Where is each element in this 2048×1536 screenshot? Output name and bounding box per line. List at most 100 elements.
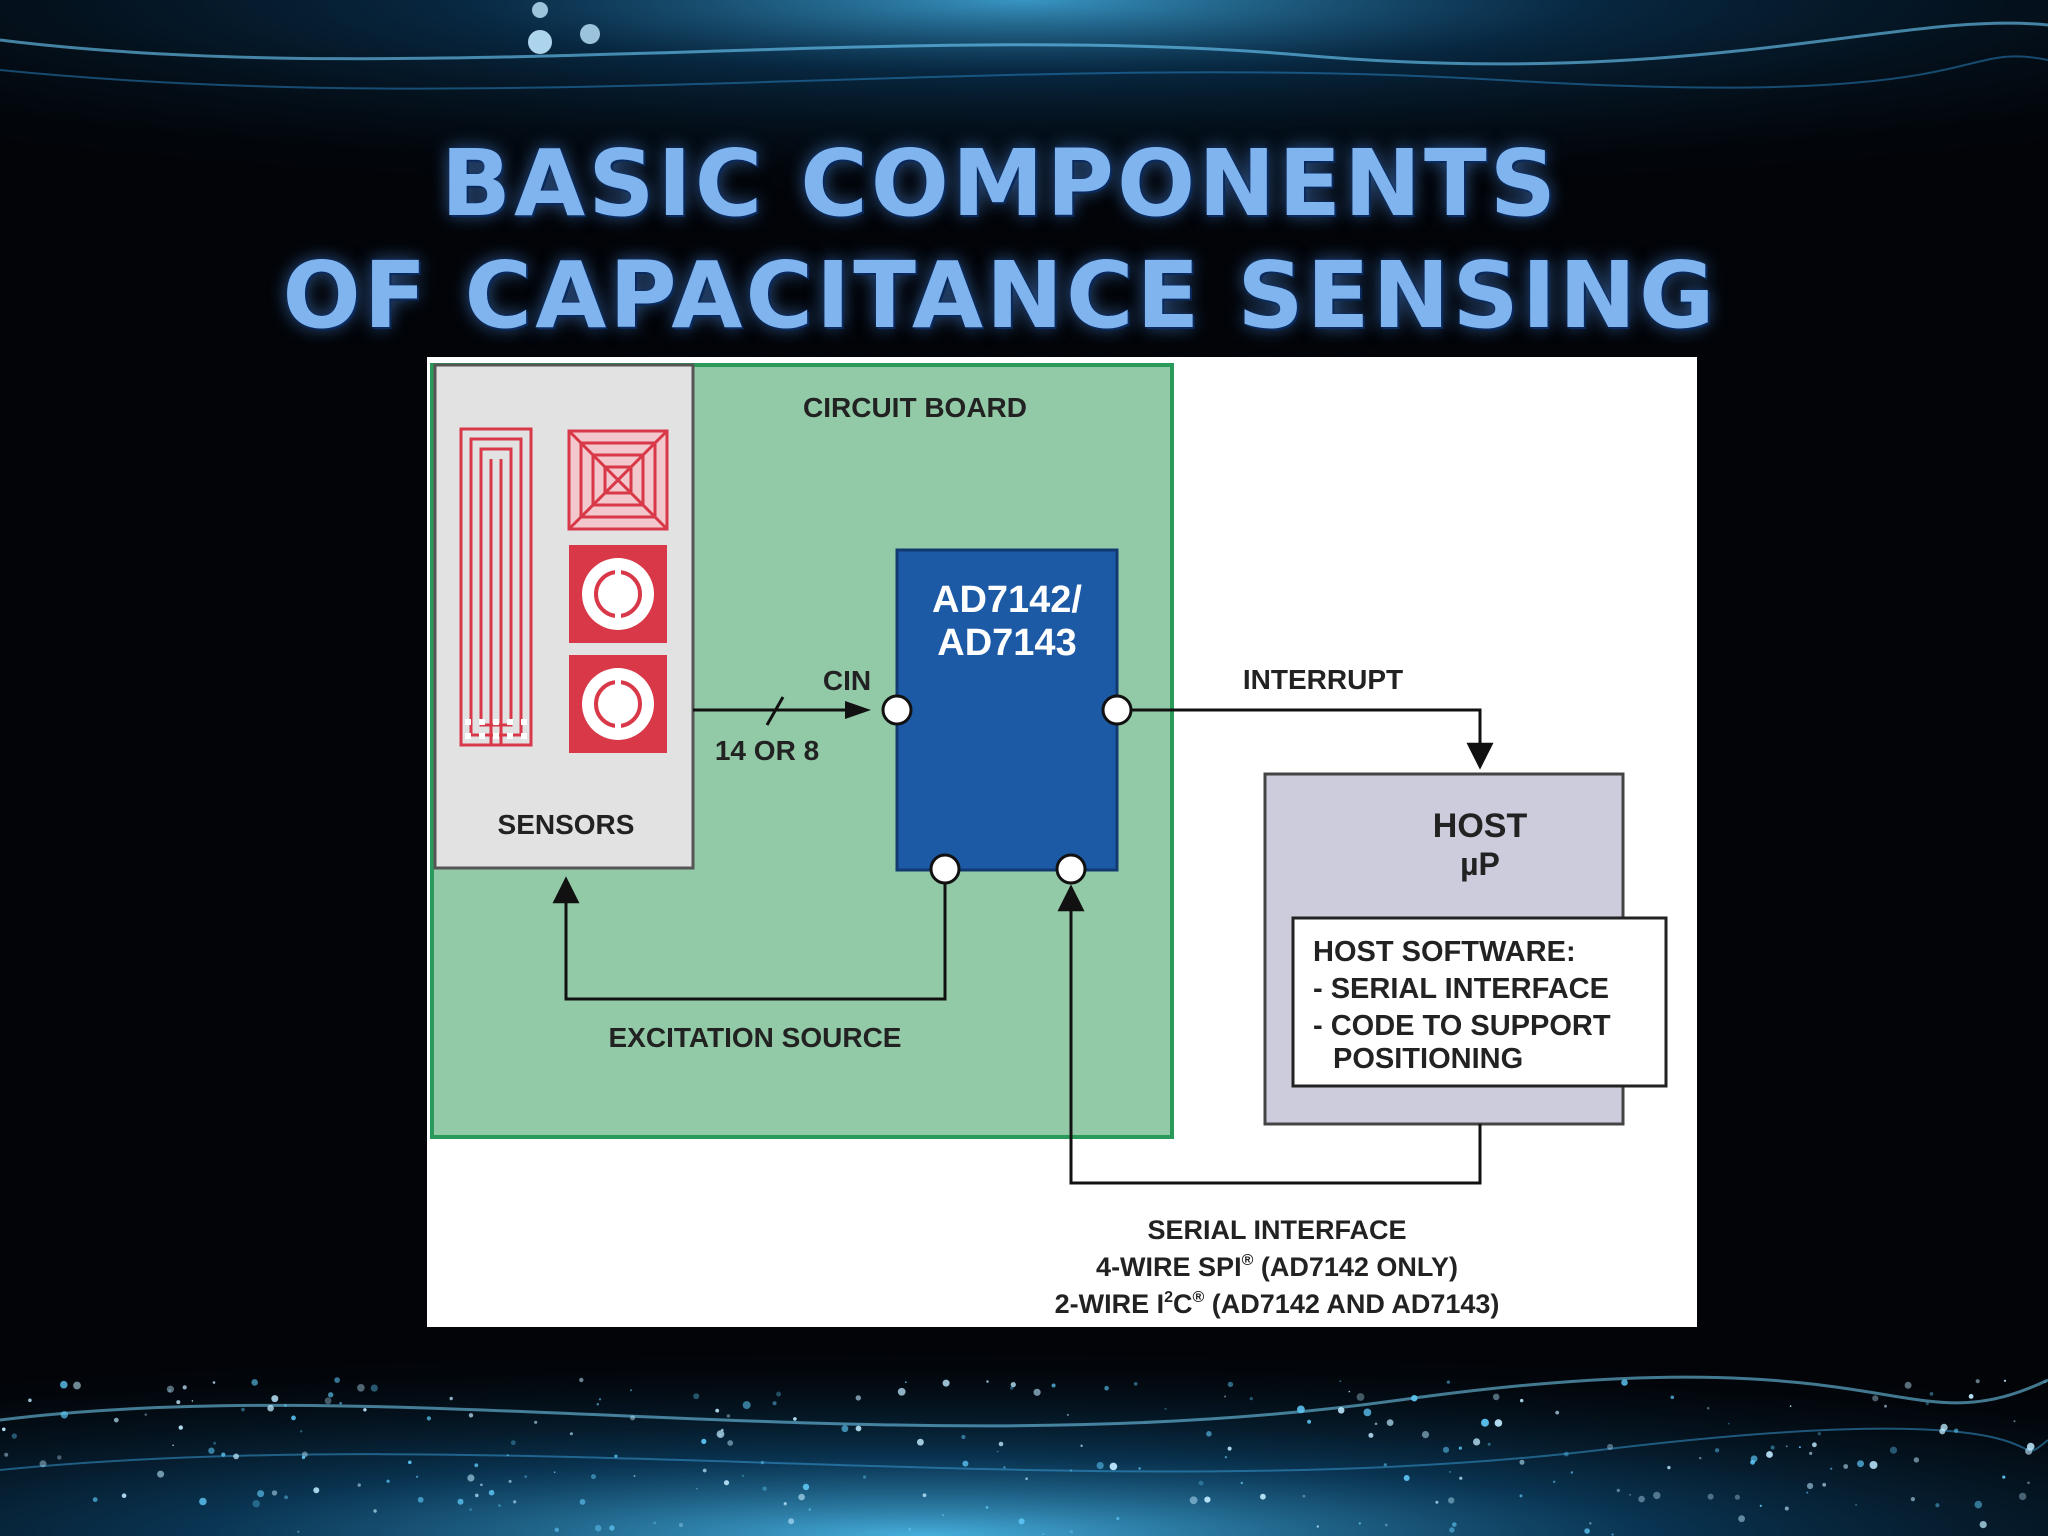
cin-count-label: 14 OR 8: [715, 735, 819, 766]
bokeh-particle: [113, 1417, 119, 1423]
bokeh-particle: [802, 1483, 810, 1491]
bokeh-particle: [1734, 1494, 1740, 1500]
bokeh-particle: [73, 1381, 81, 1390]
bokeh-particle: [426, 1416, 431, 1421]
bokeh-particle: [762, 1486, 767, 1491]
bokeh-particle: [1448, 1497, 1455, 1504]
bokeh-particle: [553, 1471, 556, 1473]
bokeh-particle: [554, 1527, 559, 1533]
bokeh-particle: [144, 1413, 148, 1416]
bokeh-particle: [1925, 1401, 1930, 1406]
bokeh-particle: [772, 1401, 777, 1406]
bokeh-particle: [1611, 1533, 1614, 1536]
bokeh-particle: [1766, 1451, 1773, 1458]
bokeh-particle: [693, 1393, 700, 1400]
bokeh-particle: [1812, 1442, 1817, 1448]
bokeh-particle: [2044, 1381, 2046, 1384]
bokeh-particle: [1707, 1493, 1714, 1500]
bokeh-particle: [415, 1475, 419, 1479]
bokeh-particle: [199, 1497, 207, 1506]
bokeh-particle: [841, 1425, 849, 1433]
bokeh-particle: [241, 1407, 245, 1412]
interrupt-line: [1117, 708, 1494, 770]
bokeh-particle: [2027, 1481, 2030, 1485]
bokeh-particle: [1487, 1442, 1491, 1446]
slider-sensor-pins-icon: [465, 719, 527, 739]
excitation-line: [552, 867, 947, 1001]
bokeh-particle: [1010, 1382, 1016, 1388]
bus-slash: [765, 696, 785, 726]
bokeh-particle: [1386, 1419, 1394, 1426]
bokeh-particle: [252, 1500, 260, 1508]
bokeh-particle: [998, 1441, 1004, 1447]
slider-sensor-icon: [459, 427, 533, 747]
bokeh-particle: [324, 1397, 332, 1405]
bokeh-particle: [1494, 1419, 1503, 1427]
bokeh-particle: [1227, 1381, 1234, 1388]
bokeh-particle: [1738, 1515, 1745, 1523]
host-software-item-3: POSITIONING: [1333, 1043, 1523, 1075]
chip-label-line-2: AD7143: [937, 622, 1076, 664]
bokeh-particle: [1750, 1459, 1755, 1465]
serial-interface-spi-label: 4-WIRE SPI® (AD7142 ONLY): [1096, 1252, 1458, 1282]
bokeh-particle: [469, 1508, 473, 1511]
bokeh-particle: [922, 1493, 927, 1498]
bokeh-particle: [908, 1527, 912, 1531]
bokeh-particle: [1929, 1392, 1934, 1396]
bokeh-particle: [1374, 1422, 1378, 1426]
bokeh-particle: [1616, 1488, 1621, 1493]
bokeh-particle: [176, 1400, 181, 1405]
bokeh-particle: [1227, 1446, 1232, 1451]
bokeh-particle: [251, 1379, 258, 1386]
bokeh-particle: [1066, 1413, 1069, 1416]
bokeh-particle: [917, 1438, 924, 1446]
bokeh-particle: [726, 1414, 731, 1418]
bokeh-particle: [1857, 1460, 1864, 1468]
bokeh-particle: [633, 1475, 636, 1477]
sensors-label: SENSORS: [498, 809, 635, 840]
bokeh-particle: [1442, 1446, 1450, 1453]
bokeh-particle: [157, 1470, 165, 1478]
bokeh-particle: [1784, 1506, 1789, 1511]
bokeh-particle: [1667, 1465, 1671, 1470]
block-diagram-panel: CIRCUIT BOARD: [427, 357, 1697, 1327]
bokeh-particle: [591, 1474, 596, 1480]
bokeh-particle: [1164, 1407, 1167, 1410]
bokeh-particle: [855, 1425, 862, 1432]
bokeh-particle: [742, 1401, 751, 1410]
bokeh-particle: [653, 1521, 657, 1525]
bokeh-particle: [386, 1479, 390, 1483]
bokeh-particle: [701, 1438, 707, 1444]
bokeh-particle: [579, 1377, 584, 1383]
ad7142-chip: [895, 548, 1119, 872]
bokeh-particle: [291, 1415, 296, 1421]
bokeh-particle: [760, 1460, 765, 1465]
bokeh-particle: [357, 1384, 365, 1392]
bokeh-particle: [1403, 1475, 1410, 1481]
bokeh-particle: [1358, 1522, 1361, 1525]
bokeh-particle: [168, 1389, 172, 1393]
bokeh-particle: [2, 1427, 6, 1432]
bokeh-particle: [480, 1483, 483, 1487]
bokeh-particle: [1872, 1395, 1879, 1402]
bokeh-particle: [1607, 1443, 1614, 1450]
bokeh-particle: [1104, 1385, 1109, 1391]
bokeh-particle: [630, 1415, 636, 1421]
bokeh-particle: [1421, 1431, 1430, 1439]
bokeh-particle: [1449, 1470, 1451, 1473]
bokeh-particle: [2018, 1492, 2027, 1501]
bokeh-particle: [1913, 1457, 1920, 1463]
bokeh-particle: [1555, 1410, 1560, 1415]
excitation-source-label: EXCITATION SOURCE: [609, 1022, 902, 1053]
i2c-text-c: C: [1173, 1289, 1193, 1319]
bokeh-particle: [233, 1453, 240, 1460]
bokeh-particle: [855, 1395, 861, 1401]
bokeh-particle: [1809, 1451, 1813, 1455]
bokeh-particle: [596, 1403, 599, 1406]
interrupt-pin: [1101, 694, 1133, 726]
spi-registered-mark: ®: [1242, 1252, 1254, 1269]
bokeh-particle: [1096, 1462, 1104, 1470]
bokeh-particle: [1316, 1525, 1319, 1528]
bokeh-particle: [1033, 1388, 1041, 1396]
bokeh-particle: [579, 1499, 586, 1505]
